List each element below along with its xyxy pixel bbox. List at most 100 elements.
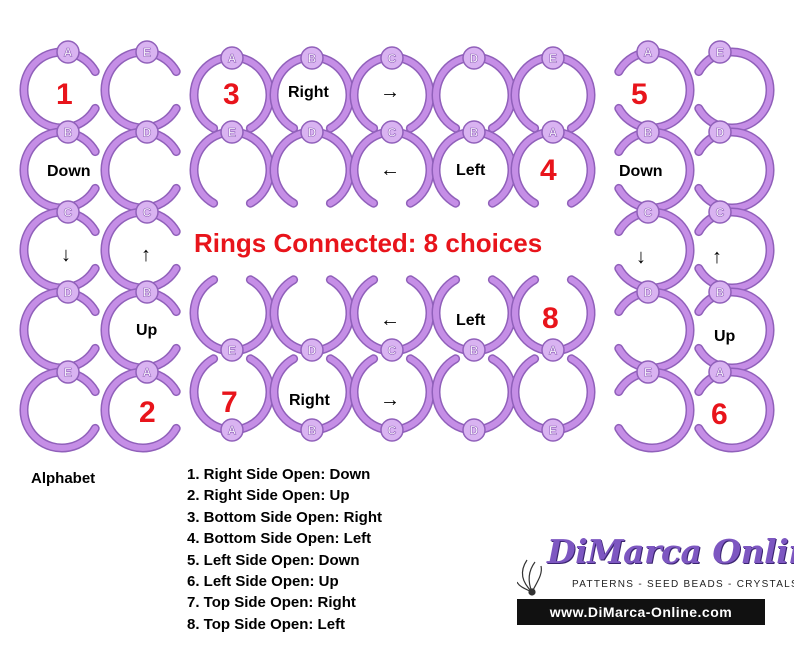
choice-number-6: 6: [711, 398, 728, 431]
direction-label-up: Up: [714, 328, 736, 345]
bead-a: A: [56, 40, 80, 64]
svg-text:C: C: [388, 344, 397, 358]
bead-b: B: [300, 46, 324, 70]
bead-d: D: [135, 120, 159, 144]
direction-label-right: Right: [289, 392, 330, 409]
ring: [694, 207, 775, 293]
bead-e: E: [220, 338, 244, 362]
bead-a: A: [135, 360, 159, 384]
svg-text:E: E: [228, 126, 236, 140]
arrow-left-icon: ←: [380, 159, 400, 181]
diagram-title: Rings Connected: 8 choices: [194, 228, 543, 258]
direction-label-left: Left: [456, 162, 486, 179]
brand-url[interactable]: www.DiMarca-Online.com: [517, 599, 765, 625]
bead-e: E: [541, 418, 565, 442]
ring: [19, 367, 100, 453]
choices-list: 1. Right Side Open: Down 2. Right Side O…: [187, 464, 382, 635]
ring: [694, 47, 775, 133]
bead-a: A: [708, 360, 732, 384]
bead-a: A: [220, 46, 244, 70]
direction-label-down: Down: [619, 163, 663, 180]
brand-name: DiMarca Online: [547, 532, 794, 571]
choice-item: 3. Bottom Side Open: Right: [187, 508, 382, 526]
choice-number-8: 8: [542, 302, 559, 335]
bead-e: E: [56, 360, 80, 384]
svg-text:A: A: [549, 126, 558, 140]
bead-b: B: [462, 120, 486, 144]
bead-a: A: [636, 40, 660, 64]
svg-text:D: D: [308, 344, 317, 358]
choice-item: 7. Top Side Open: Right: [187, 594, 356, 612]
bead-c: C: [636, 200, 660, 224]
arrow-right-icon: →: [380, 81, 400, 103]
bead-d: D: [708, 120, 732, 144]
svg-text:E: E: [549, 424, 557, 438]
ring: [694, 127, 775, 213]
bead-b: B: [462, 338, 486, 362]
bead-a: A: [541, 338, 565, 362]
svg-text:D: D: [143, 126, 152, 140]
direction-label-up: Up: [136, 322, 158, 339]
ring: [100, 47, 181, 133]
choice-item: 6. Left Side Open: Up: [187, 573, 339, 591]
bead-d: D: [56, 280, 80, 304]
svg-text:E: E: [64, 366, 72, 380]
choice-number-4: 4: [540, 154, 557, 187]
choice-item: 5. Left Side Open: Down: [187, 551, 360, 569]
svg-text:B: B: [470, 126, 479, 140]
bead-b: B: [636, 120, 660, 144]
bead-b: B: [135, 280, 159, 304]
svg-text:A: A: [143, 366, 152, 380]
svg-text:B: B: [64, 126, 73, 140]
ring: [694, 367, 775, 453]
ring: [100, 127, 181, 213]
svg-text:E: E: [644, 366, 652, 380]
bead-d: D: [462, 418, 486, 442]
choice-number-7: 7: [221, 386, 238, 419]
ring: [614, 47, 695, 133]
bead-b: B: [56, 120, 80, 144]
ring: [19, 207, 100, 293]
bead-e: E: [220, 120, 244, 144]
svg-text:D: D: [470, 424, 479, 438]
bead-c: C: [380, 338, 404, 362]
bead-c: C: [135, 200, 159, 224]
bead-a: A: [220, 418, 244, 442]
svg-text:C: C: [143, 206, 152, 220]
ring: [614, 207, 695, 293]
svg-text:C: C: [388, 126, 397, 140]
svg-text:D: D: [470, 52, 479, 66]
svg-text:C: C: [388, 424, 397, 438]
bead-a: A: [541, 120, 565, 144]
alphabet-label: Alphabet: [31, 470, 96, 487]
bead-b: B: [708, 280, 732, 304]
arrow-down-icon: ↓: [636, 246, 646, 268]
choice-number-5: 5: [631, 78, 648, 111]
svg-text:E: E: [228, 344, 236, 358]
svg-text:D: D: [64, 286, 73, 300]
choice-item: 2. Right Side Open: Up: [187, 487, 350, 505]
bead-e: E: [135, 40, 159, 64]
bead-e: E: [541, 46, 565, 70]
svg-text:C: C: [716, 206, 725, 220]
svg-text:D: D: [716, 126, 725, 140]
svg-text:B: B: [308, 424, 317, 438]
choice-item: 1. Right Side Open: Down: [187, 466, 371, 483]
bead-d: D: [636, 280, 660, 304]
svg-text:B: B: [143, 286, 152, 300]
bead-c: C: [380, 418, 404, 442]
bead-c: C: [380, 46, 404, 70]
arrow-up-icon: ↑: [712, 246, 722, 268]
brand-tagline: PATTERNS - SEED BEADS - CRYSTALS: [572, 579, 794, 590]
svg-text:A: A: [228, 424, 237, 438]
choice-number-2: 2: [139, 396, 156, 429]
svg-text:A: A: [716, 366, 725, 380]
arrow-down-icon: ↓: [61, 244, 71, 266]
svg-text:B: B: [308, 52, 317, 66]
arrow-left-icon: ←: [380, 309, 400, 331]
bead-d: D: [462, 46, 486, 70]
svg-text:A: A: [644, 46, 653, 60]
direction-label-left: Left: [456, 312, 486, 329]
svg-text:A: A: [549, 344, 558, 358]
